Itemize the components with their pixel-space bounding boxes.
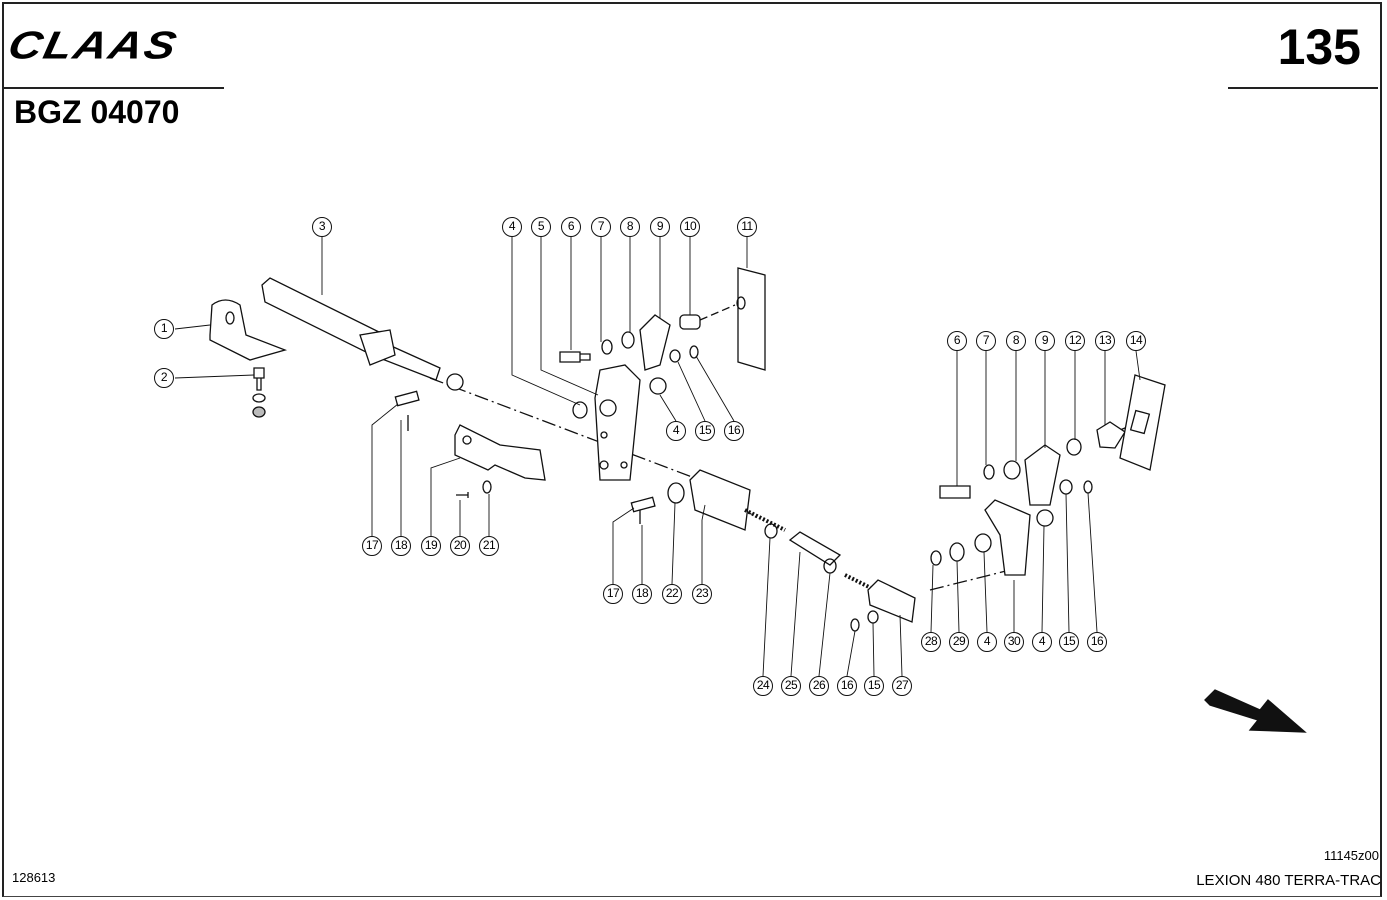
part-callout[interactable]: 25 — [781, 676, 801, 696]
part-callout[interactable]: 4 — [666, 421, 686, 441]
part-callout[interactable]: 9 — [1035, 331, 1055, 351]
part-callout[interactable]: 24 — [753, 676, 773, 696]
part-callout[interactable]: 21 — [479, 536, 499, 556]
link-part — [1024, 444, 1061, 506]
part-callout[interactable]: 17 — [603, 584, 623, 604]
part-callout[interactable]: 6 — [561, 217, 581, 237]
rod-end-part — [867, 579, 916, 623]
drawing-ref: 11145z00 — [1323, 848, 1379, 863]
lever-part — [984, 499, 1031, 576]
sleeve-part — [788, 531, 842, 566]
part-callout[interactable]: 6 — [947, 331, 967, 351]
part-callout[interactable]: 9 — [650, 217, 670, 237]
divider — [4, 87, 224, 89]
page-number: 135 — [1277, 19, 1361, 75]
clevis-part — [689, 469, 751, 531]
part-callout[interactable]: 16 — [724, 421, 744, 441]
part-callout[interactable]: 30 — [1004, 632, 1024, 652]
lever-part — [594, 364, 641, 481]
group-code: BGZ 04070 — [14, 94, 180, 130]
machine-model: LEXION 480 TERRA-TRAC — [1196, 872, 1381, 889]
part-callout[interactable]: 27 — [892, 676, 912, 696]
bolt-part — [253, 367, 265, 391]
part-callout[interactable]: 11 — [737, 217, 757, 237]
plate-part — [737, 267, 766, 371]
part-callout[interactable]: 14 — [1126, 331, 1146, 351]
part-callout[interactable]: 19 — [421, 536, 441, 556]
bracket-part — [209, 299, 288, 361]
part-callout[interactable]: 1 — [154, 319, 174, 339]
part-callout[interactable]: 29 — [949, 632, 969, 652]
part-callout[interactable]: 12 — [1065, 331, 1085, 351]
part-callout[interactable]: 3 — [312, 217, 332, 237]
part-callout[interactable]: 7 — [976, 331, 996, 351]
part-callout[interactable]: 15 — [1059, 632, 1079, 652]
part-callout[interactable]: 13 — [1095, 331, 1115, 351]
part-callout[interactable]: 16 — [837, 676, 857, 696]
part-callout[interactable]: 18 — [391, 536, 411, 556]
part-callout[interactable]: 15 — [864, 676, 884, 696]
part-callout[interactable]: 4 — [502, 217, 522, 237]
sheet-id: 128613 — [12, 870, 56, 885]
part-callout[interactable]: 8 — [1006, 331, 1026, 351]
part-callout[interactable]: 4 — [1032, 632, 1052, 652]
part-callout[interactable]: 10 — [680, 217, 700, 237]
part-callout[interactable]: 20 — [450, 536, 470, 556]
part-callout[interactable]: 2 — [154, 368, 174, 388]
leader-lines — [174, 237, 1141, 677]
part-callout[interactable]: 7 — [591, 217, 611, 237]
divider — [1228, 87, 1378, 89]
assembly-axis — [699, 304, 1141, 431]
part-callout[interactable]: 26 — [809, 676, 829, 696]
plate-part — [454, 424, 546, 481]
plate-part — [1119, 374, 1166, 471]
part-callout[interactable]: 22 — [662, 584, 682, 604]
part-callout[interactable]: 8 — [620, 217, 640, 237]
part-callout[interactable]: 17 — [362, 536, 382, 556]
part-callout[interactable]: 18 — [632, 584, 652, 604]
direction-arrow-icon — [1204, 689, 1307, 733]
part-callout[interactable]: 16 — [1087, 632, 1107, 652]
part-callout[interactable]: 4 — [977, 632, 997, 652]
part-callout[interactable]: 15 — [695, 421, 715, 441]
part-callout[interactable]: 28 — [921, 632, 941, 652]
part-callout[interactable]: 23 — [692, 584, 712, 604]
part-callout[interactable]: 5 — [531, 217, 551, 237]
